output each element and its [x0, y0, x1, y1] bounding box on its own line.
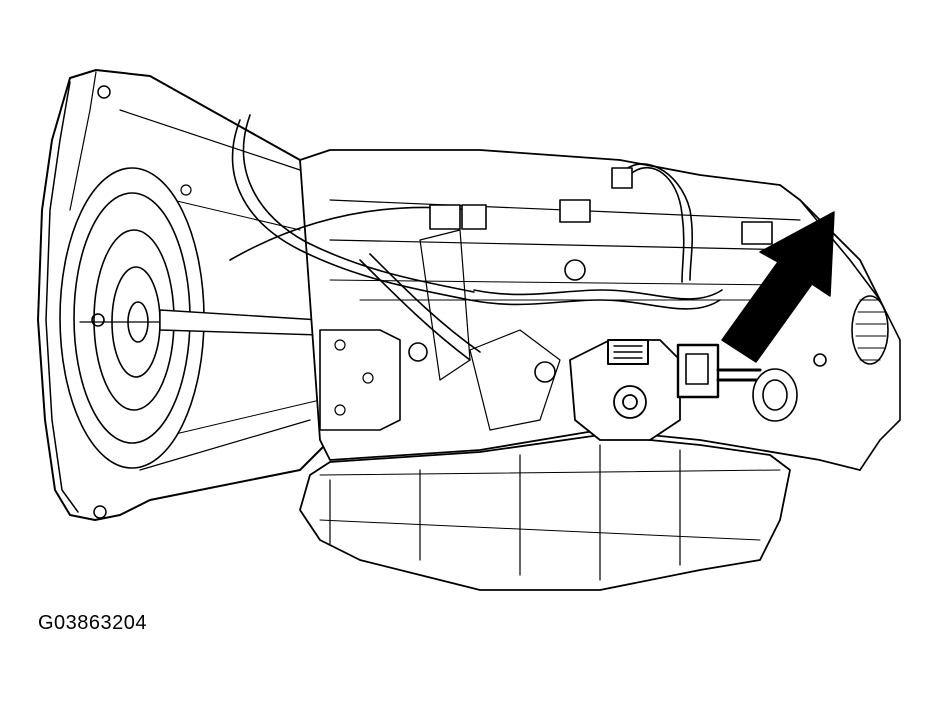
figure-id-label: G03863204 — [38, 612, 148, 634]
wiring-harness — [229, 114, 773, 383]
oil-pan — [299, 434, 791, 591]
range-sensor — [569, 339, 762, 441]
transmission-case — [299, 149, 881, 471]
callout-arrow — [721, 211, 835, 363]
torque-converter — [59, 167, 321, 469]
